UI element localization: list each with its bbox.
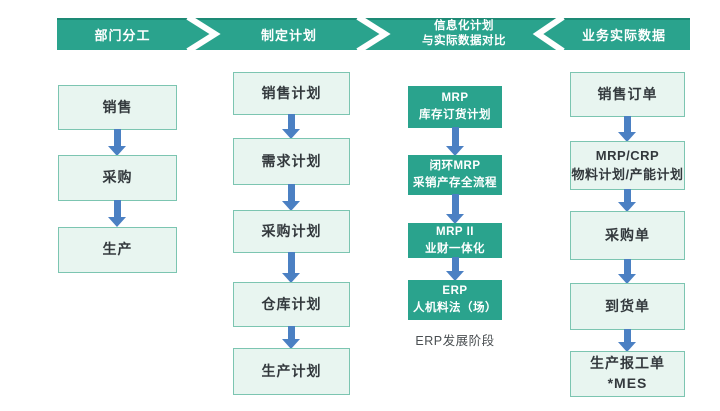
down-arrow (618, 189, 636, 212)
box-label: 生产计划 (261, 362, 322, 379)
box-label-line1: MRP II (436, 225, 474, 238)
chevron-right-icon (356, 18, 391, 50)
down-arrow (282, 114, 300, 139)
box-production: 生产 (58, 227, 177, 273)
down-arrow (446, 194, 464, 224)
box-purchasing: 采购 (58, 155, 177, 201)
box-production-plan: 生产计划 (233, 348, 350, 395)
header-segment-make-plans: 制定计划 (220, 18, 358, 50)
box-arrival-note: 到货单 (570, 283, 685, 330)
box-label-line1: ERP (442, 285, 468, 298)
box-erp: ERP 人机料法（场） (408, 280, 502, 320)
box-label: 采购计划 (261, 222, 322, 239)
box-warehouse-plan: 仓库计划 (233, 282, 350, 327)
box-label-line1: MRP (441, 92, 469, 105)
down-arrow (282, 326, 300, 349)
box-sales: 销售 (58, 85, 177, 130)
header-segment-departments: 部门分工 (57, 18, 188, 50)
chevron-left-icon (532, 18, 565, 50)
box-production-report-mes: 生产报工单 *MES (570, 351, 685, 397)
box-label-line2: *MES (607, 375, 648, 391)
down-arrow (618, 259, 636, 284)
down-arrow (282, 252, 300, 283)
header-segment-label: 部门分工 (94, 27, 151, 43)
box-sales-plan: 销售计划 (233, 72, 350, 115)
box-label: 采购 (102, 169, 133, 186)
box-label: 销售 (102, 98, 133, 115)
down-arrow (446, 127, 464, 156)
box-label: 仓库计划 (261, 295, 322, 312)
down-arrow (108, 129, 126, 156)
box-mrp-crp: MRP/CRP 物料计划/产能计划 (570, 141, 685, 190)
header-segment-actual-data: 业务实际数据 (558, 18, 690, 50)
box-mrp: MRP 库存订货计划 (408, 86, 502, 128)
down-arrow (618, 329, 636, 352)
header-segment-plan-vs-actual: 信息化计划 与实际数据对比 (390, 18, 538, 50)
header-segment-label-line1: 信息化计划 (434, 19, 494, 32)
box-label-line2: 采销产存全流程 (413, 177, 497, 189)
box-label-line1: 生产报工单 (590, 355, 665, 372)
box-demand-plan: 需求计划 (233, 138, 350, 185)
chevron-right-icon (186, 18, 221, 50)
box-sales-order: 销售订单 (570, 72, 685, 117)
box-label: 销售订单 (597, 85, 658, 102)
box-label: 到货单 (605, 297, 650, 314)
box-label-line2: 人机料法（场） (413, 302, 497, 314)
box-label: 采购单 (605, 226, 650, 243)
box-label-line1: MRP/CRP (595, 148, 660, 164)
box-label-line1: 闭环MRP (429, 160, 481, 173)
box-mrp2: MRP II 业财一体化 (408, 223, 502, 258)
box-label-line2: 库存订货计划 (419, 109, 491, 121)
down-arrow (108, 200, 126, 227)
box-label: 需求计划 (261, 152, 322, 169)
down-arrow (618, 116, 636, 142)
erp-stage-caption: ERP发展阶段 (415, 334, 495, 348)
down-arrow (446, 257, 464, 281)
header-segment-label-line2: 与实际数据对比 (422, 35, 506, 47)
box-label: 生产 (102, 241, 133, 258)
header-segment-label: 业务实际数据 (581, 27, 666, 43)
header-segment-label: 制定计划 (260, 27, 317, 43)
box-label: 销售计划 (261, 84, 322, 101)
box-purchase-plan: 采购计划 (233, 210, 350, 253)
box-label-line2: 物料计划/产能计划 (571, 166, 684, 182)
box-purchase-order: 采购单 (570, 211, 685, 260)
chevron-separators (186, 18, 565, 50)
down-arrow (282, 184, 300, 211)
box-closed-loop-mrp: 闭环MRP 采销产存全流程 (408, 155, 502, 195)
box-label-line2: 业财一体化 (425, 242, 485, 255)
